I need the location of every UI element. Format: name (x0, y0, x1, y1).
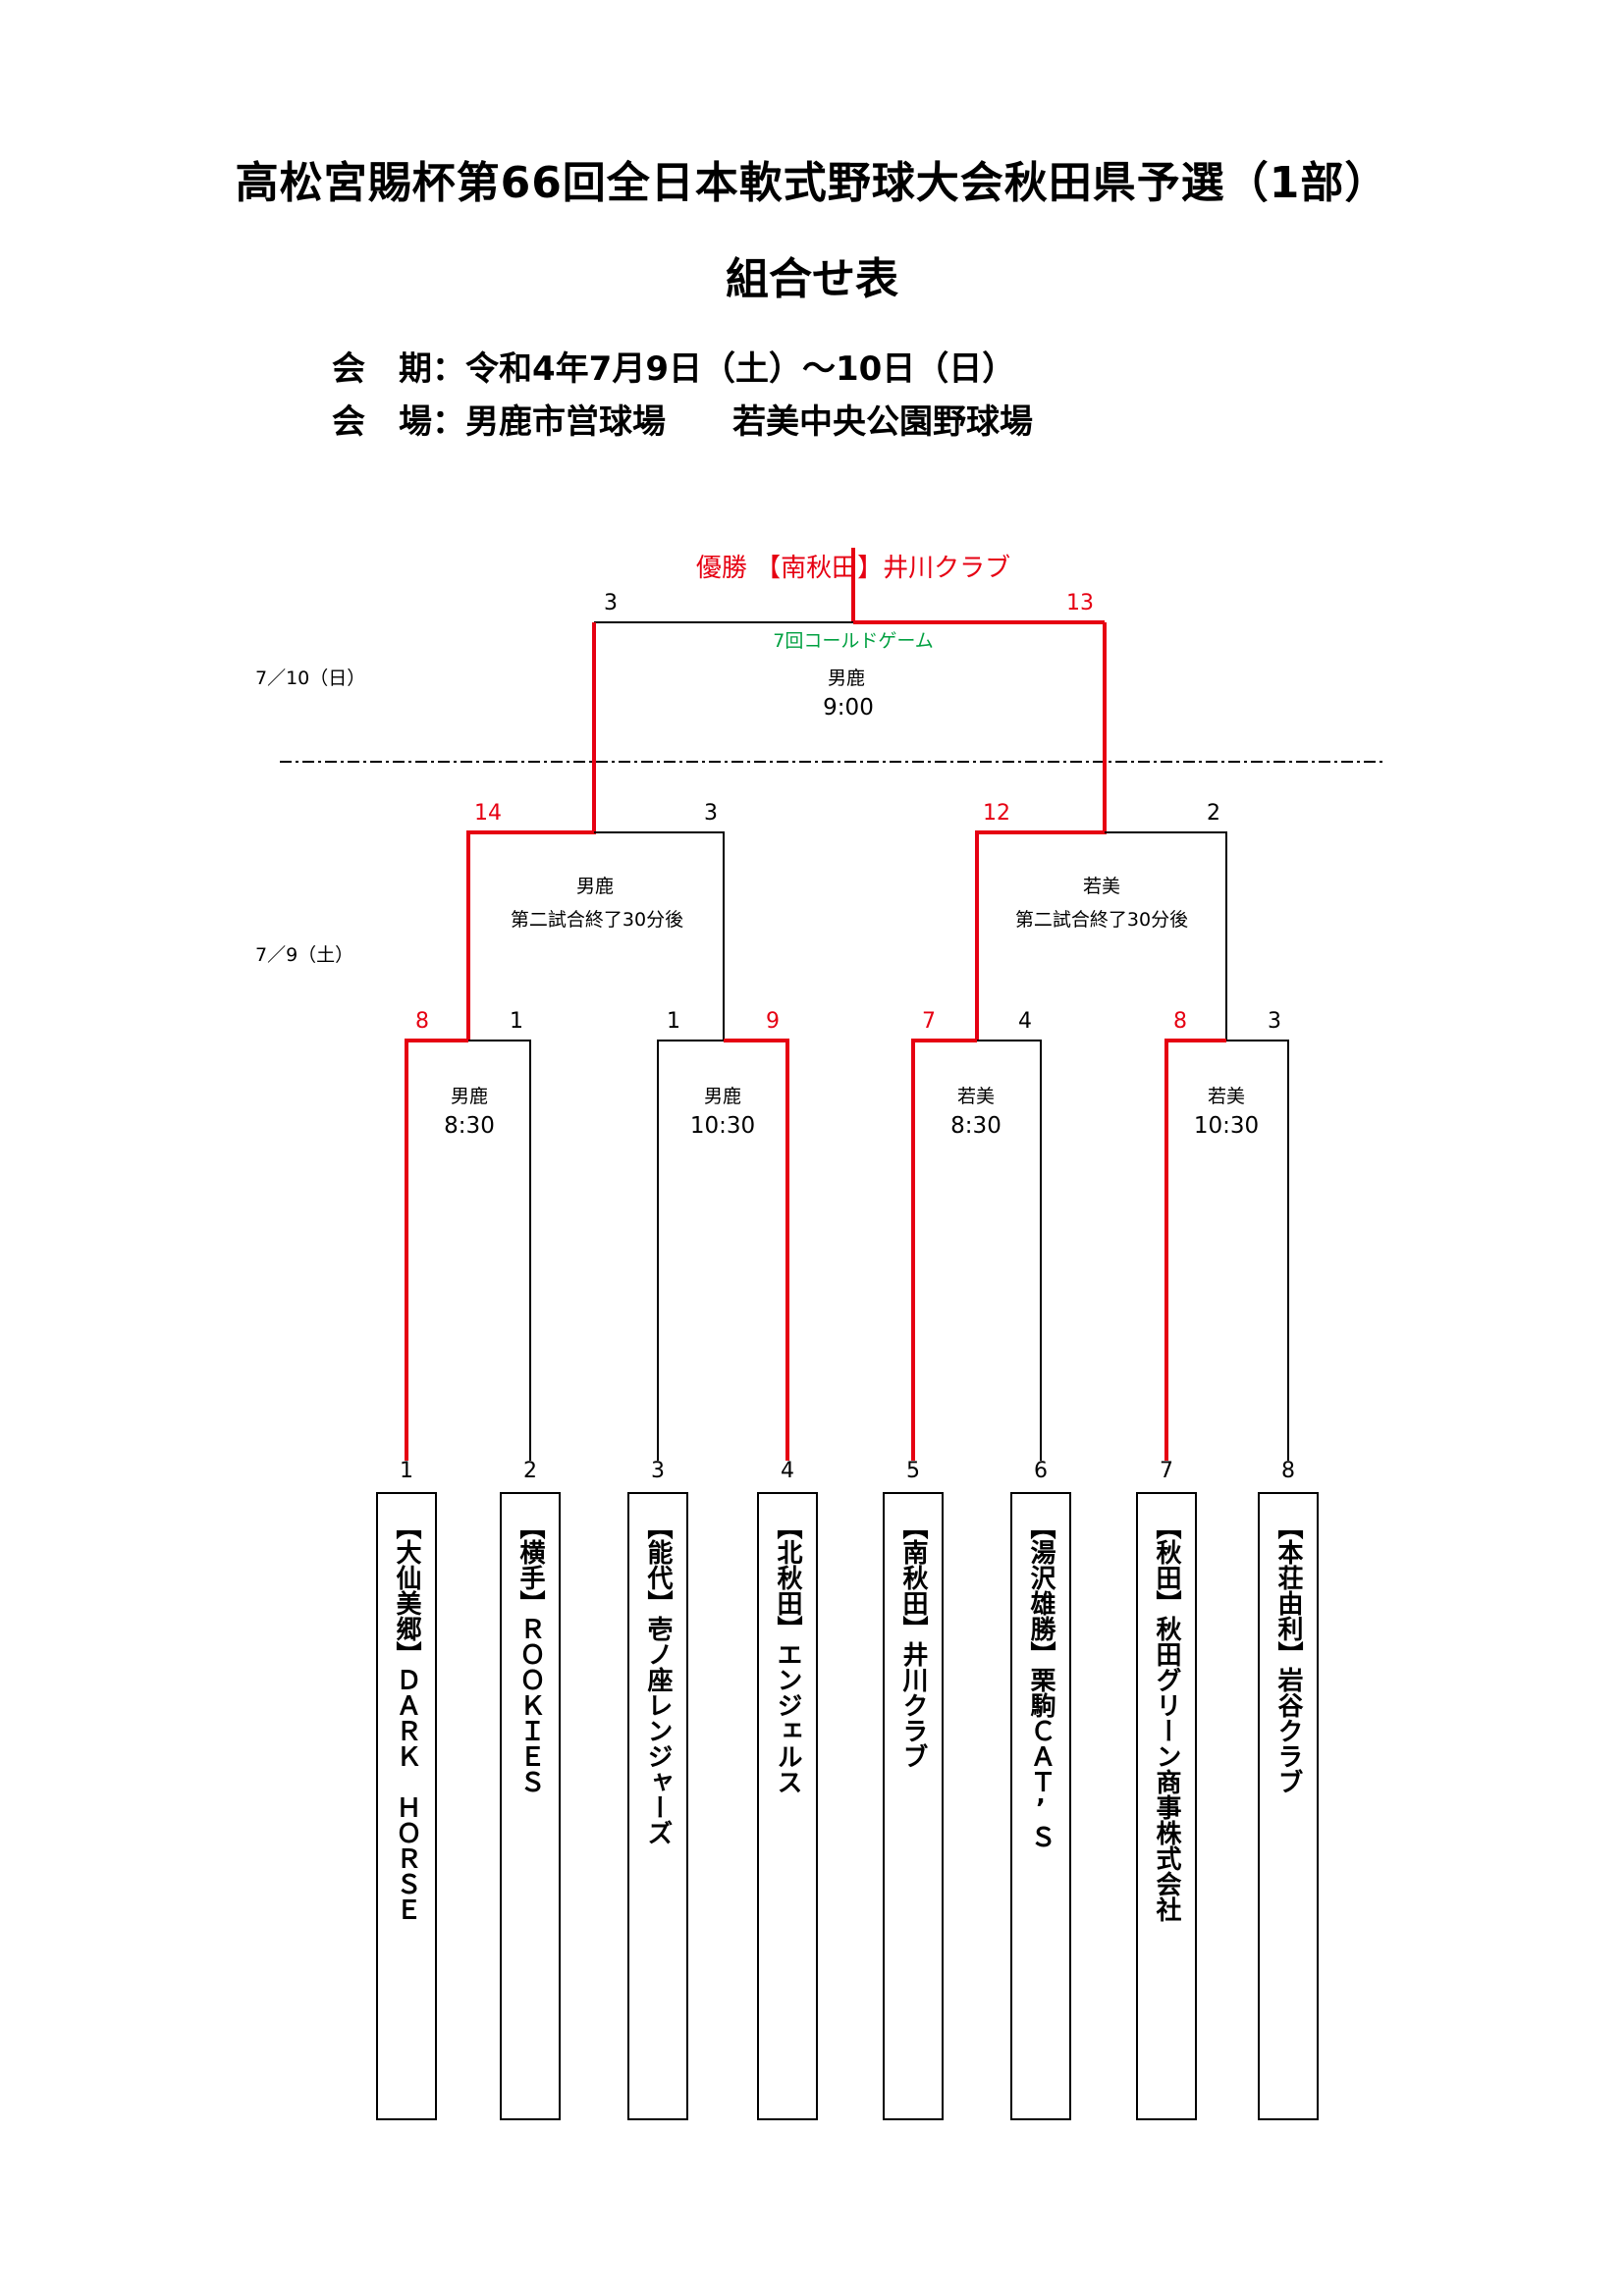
m2-venue: 男鹿 (703, 1086, 742, 1107)
m2-loser-line (657, 1040, 724, 1461)
m2-winner-line (724, 1039, 789, 1461)
m4-loser-line (1226, 1040, 1289, 1461)
m1-venue: 男鹿 (450, 1086, 489, 1107)
m4-venue: 若美 (1207, 1086, 1246, 1107)
team-box-6: 【湯沢雄勝】栗駒ＣＡＴ’Ｓ (1010, 1492, 1071, 2120)
final-note: 7回コールドゲーム (773, 630, 934, 652)
m3-score-left: 7 (922, 1009, 936, 1034)
m2-score-right: 9 (766, 1009, 780, 1034)
semi2-score-right: 2 (1207, 801, 1220, 826)
semi1-score-right: 3 (704, 801, 718, 826)
semi1-time: 第二試合終了30分後 (510, 909, 684, 931)
team-box-1: 【大仙美郷】ＤＡＲＫ ＨＯＲＳＥ (376, 1492, 437, 2120)
m1-loser-line (468, 1040, 531, 1461)
m1-score-left: 8 (415, 1009, 429, 1034)
seed-5: 5 (906, 1459, 920, 1483)
final-venue: 男鹿 (827, 667, 866, 689)
semi2-time: 第二試合終了30分後 (1014, 909, 1189, 931)
seed-8: 8 (1281, 1459, 1295, 1483)
final-score-right: 13 (1066, 591, 1094, 615)
m3-venue: 若美 (956, 1086, 996, 1107)
semi2-loser-line (1105, 831, 1227, 1041)
team-box-3: 【能代】壱ノ座レンジャーズ (627, 1492, 688, 2120)
period-info: 会 期：令和4年7月9日（土）～10日（日） (332, 349, 1016, 389)
team-box-5: 【南秋田】井川クラブ (883, 1492, 944, 2120)
semi1-venue: 男鹿 (575, 876, 615, 897)
team-name: 【南秋田】井川クラブ (898, 1514, 928, 1769)
m4-time: 10:30 (1193, 1113, 1260, 1139)
page-title: 高松宮賜杯第66回全日本軟式野球大会秋田県予選（1部） (235, 158, 1389, 208)
venue-info: 会 場：男鹿市営球場 若美中央公園野球場 (332, 402, 1033, 442)
semi1-winner-line (466, 622, 596, 1041)
seed-6: 6 (1034, 1459, 1048, 1483)
m1-time: 8:30 (444, 1113, 495, 1139)
m4-winner-line (1164, 1039, 1226, 1461)
page-subtitle: 組合せ表 (726, 254, 898, 304)
team-box-7: 【秋田】秋田グリーン商事株式会社 (1136, 1492, 1197, 2120)
team-name: 【北秋田】エンジェルス (773, 1514, 802, 1794)
team-name: 【湯沢雄勝】栗駒ＣＡＴ’Ｓ (1026, 1514, 1056, 1849)
seed-4: 4 (781, 1459, 794, 1483)
team-name: 【大仙美郷】ＤＡＲＫ ＨＯＲＳＥ (392, 1514, 421, 1922)
semi2-venue: 若美 (1082, 876, 1121, 897)
team-name: 【秋田】秋田グリーン商事株式会社 (1152, 1514, 1181, 1922)
semi2-winner-line (975, 622, 1107, 1041)
m3-time: 8:30 (950, 1113, 1001, 1139)
date-day1: 7／9（土） (255, 944, 354, 966)
team-box-4: 【北秋田】エンジェルス (757, 1492, 818, 2120)
team-box-2: 【横手】ＲＯＯＫＩＥＳ (500, 1492, 561, 2120)
m2-time: 10:30 (689, 1113, 756, 1139)
m1-winner-line (405, 1039, 468, 1461)
semi1-loser-line (594, 831, 725, 1041)
seed-1: 1 (400, 1459, 413, 1483)
team-name: 【横手】ＲＯＯＫＩＥＳ (515, 1514, 545, 1794)
final-score-left: 3 (604, 591, 618, 615)
seed-7: 7 (1160, 1459, 1173, 1483)
m4-score-left: 8 (1173, 1009, 1187, 1034)
date-day2: 7／10（日） (255, 667, 366, 689)
m3-score-right: 4 (1018, 1009, 1032, 1034)
m1-score-right: 1 (510, 1009, 523, 1034)
m3-winner-line (911, 1039, 977, 1461)
m2-score-left: 1 (667, 1009, 680, 1034)
team-name: 【能代】壱ノ座レンジャーズ (643, 1514, 673, 1845)
m4-score-right: 3 (1268, 1009, 1281, 1034)
seed-3: 3 (651, 1459, 665, 1483)
semi1-score-left: 14 (474, 801, 502, 826)
m3-loser-line (977, 1040, 1042, 1461)
seed-2: 2 (523, 1459, 537, 1483)
team-box-8: 【本荘由利】岩谷クラブ (1258, 1492, 1319, 2120)
champion-label: 優勝 【南秋田】井川クラブ (695, 554, 1011, 583)
team-name: 【本荘由利】岩谷クラブ (1273, 1514, 1303, 1794)
final-time: 9:00 (823, 695, 874, 721)
semi2-score-left: 12 (983, 801, 1010, 826)
